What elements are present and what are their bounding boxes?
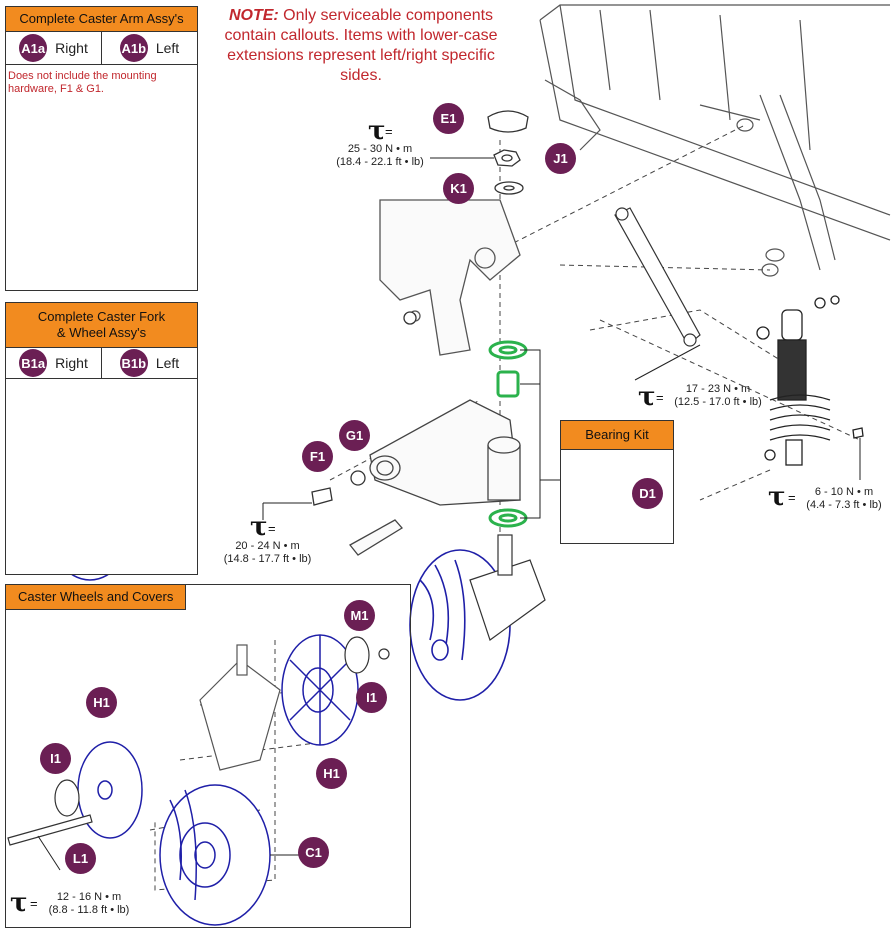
torque-spec-shock: 6 - 10 N • m (4.4 - 7.3 ft • lb) [796, 486, 892, 512]
torque-imperial: (14.8 - 17.7 ft • lb) [223, 553, 312, 565]
callout-h1: H1 [316, 758, 347, 789]
callout-l1: L1 [65, 843, 96, 874]
callout-g1: G1 [339, 420, 370, 451]
caster-fork-center [349, 399, 521, 556]
note-text: NOTE: Only serviceable components contai… [205, 6, 517, 86]
torque-equals: = [385, 124, 393, 139]
top-hardware [311, 110, 529, 506]
side-label: Left [155, 40, 180, 56]
torque-imperial: (8.8 - 11.8 ft • lb) [48, 904, 130, 916]
caster-fork-title: Complete Caster Fork & Wheel Assy's [6, 303, 197, 348]
callout-i1: I1 [356, 682, 387, 713]
caster-fork-title-line2: & Wheel Assy's [56, 325, 147, 340]
torque-symbol: τ [250, 512, 268, 542]
caster-fork-sides: B1a Right B1b Left [6, 348, 197, 379]
torque-imperial: (12.5 - 17.0 ft • lb) [674, 396, 762, 408]
wheel-exploded-thumbnail [7, 634, 390, 926]
callout-e1: E1 [433, 103, 464, 134]
caster-arm-box: Complete Caster Arm Assy's A1a Right A1b… [5, 6, 198, 291]
caster-fork-right: B1a Right [6, 348, 101, 378]
shock-absorber [756, 295, 864, 466]
note-label: NOTE: [228, 7, 279, 24]
callout-j1: J1 [545, 143, 576, 174]
torque-equals: = [30, 896, 38, 911]
torque-metric: 17 - 23 N • m [685, 383, 751, 395]
torque-metric: 25 - 30 N • m [347, 143, 413, 155]
side-label: Left [155, 355, 180, 371]
torque-symbol: τ [638, 382, 656, 412]
damper-rod [614, 207, 701, 347]
callout-badge: A1a [19, 34, 48, 62]
caster-arm-center [379, 199, 521, 356]
torque-symbol: τ [368, 116, 386, 146]
callout-h1: H1 [86, 687, 117, 718]
side-label: Right [55, 40, 88, 56]
caster-fork-title-line1: Complete Caster Fork [37, 309, 166, 324]
caster-arm-left: A1b Left [101, 32, 197, 64]
torque-imperial: (18.4 - 22.1 ft • lb) [336, 156, 424, 168]
callout-badge: B1b [119, 349, 148, 377]
torque-imperial: (4.4 - 7.3 ft • lb) [806, 499, 882, 511]
torque-metric: 12 - 16 N • m [56, 891, 122, 903]
torque-symbol: τ [768, 482, 786, 512]
caster-fork-box: Complete Caster Fork & Wheel Assy's B1a … [5, 302, 198, 575]
callout-c1: C1 [298, 837, 329, 868]
torque-metric: 6 - 10 N • m [814, 486, 874, 498]
wheels-box: Caster Wheels and Covers [5, 584, 411, 928]
callout-m1: M1 [344, 600, 375, 631]
note-body: Only serviceable components contain call… [224, 7, 498, 84]
callout-k1: K1 [443, 173, 474, 204]
bearing-kit-title: Bearing Kit [561, 421, 673, 450]
side-label: Right [55, 355, 88, 371]
caster-arm-right: A1a Right [6, 32, 101, 64]
wheels-title: Caster Wheels and Covers [6, 585, 187, 610]
callout-f1: F1 [302, 441, 333, 472]
torque-spec-f1: 20 - 24 N • m (14.8 - 17.7 ft • lb) [210, 540, 325, 566]
callout-i1: I1 [40, 743, 71, 774]
caster-wheel-center [409, 534, 546, 701]
torque-equals: = [656, 390, 664, 405]
callout-badge: B1a [19, 349, 48, 377]
torque-symbol: τ [10, 888, 28, 918]
caster-fork-left: B1b Left [101, 348, 197, 378]
caster-arm-sides: A1a Right A1b Left [6, 32, 197, 65]
torque-spec-damper: 17 - 23 N • m (12.5 - 17.0 ft • lb) [663, 383, 773, 409]
torque-spec-l1: 12 - 16 N • m (8.8 - 11.8 ft • lb) [38, 891, 140, 917]
torque-metric: 20 - 24 N • m [235, 540, 300, 552]
caster-arm-title: Complete Caster Arm Assy's [6, 7, 197, 32]
caster-arm-warning: Does not include the mounting hardware, … [8, 70, 157, 95]
torque-equals: = [268, 521, 276, 536]
torque-spec-j1: 25 - 30 N • m (18.4 - 22.1 ft • lb) [325, 143, 435, 169]
callout-d1: D1 [632, 478, 663, 509]
torque-equals: = [788, 490, 796, 505]
callout-badge: A1b [119, 34, 148, 62]
